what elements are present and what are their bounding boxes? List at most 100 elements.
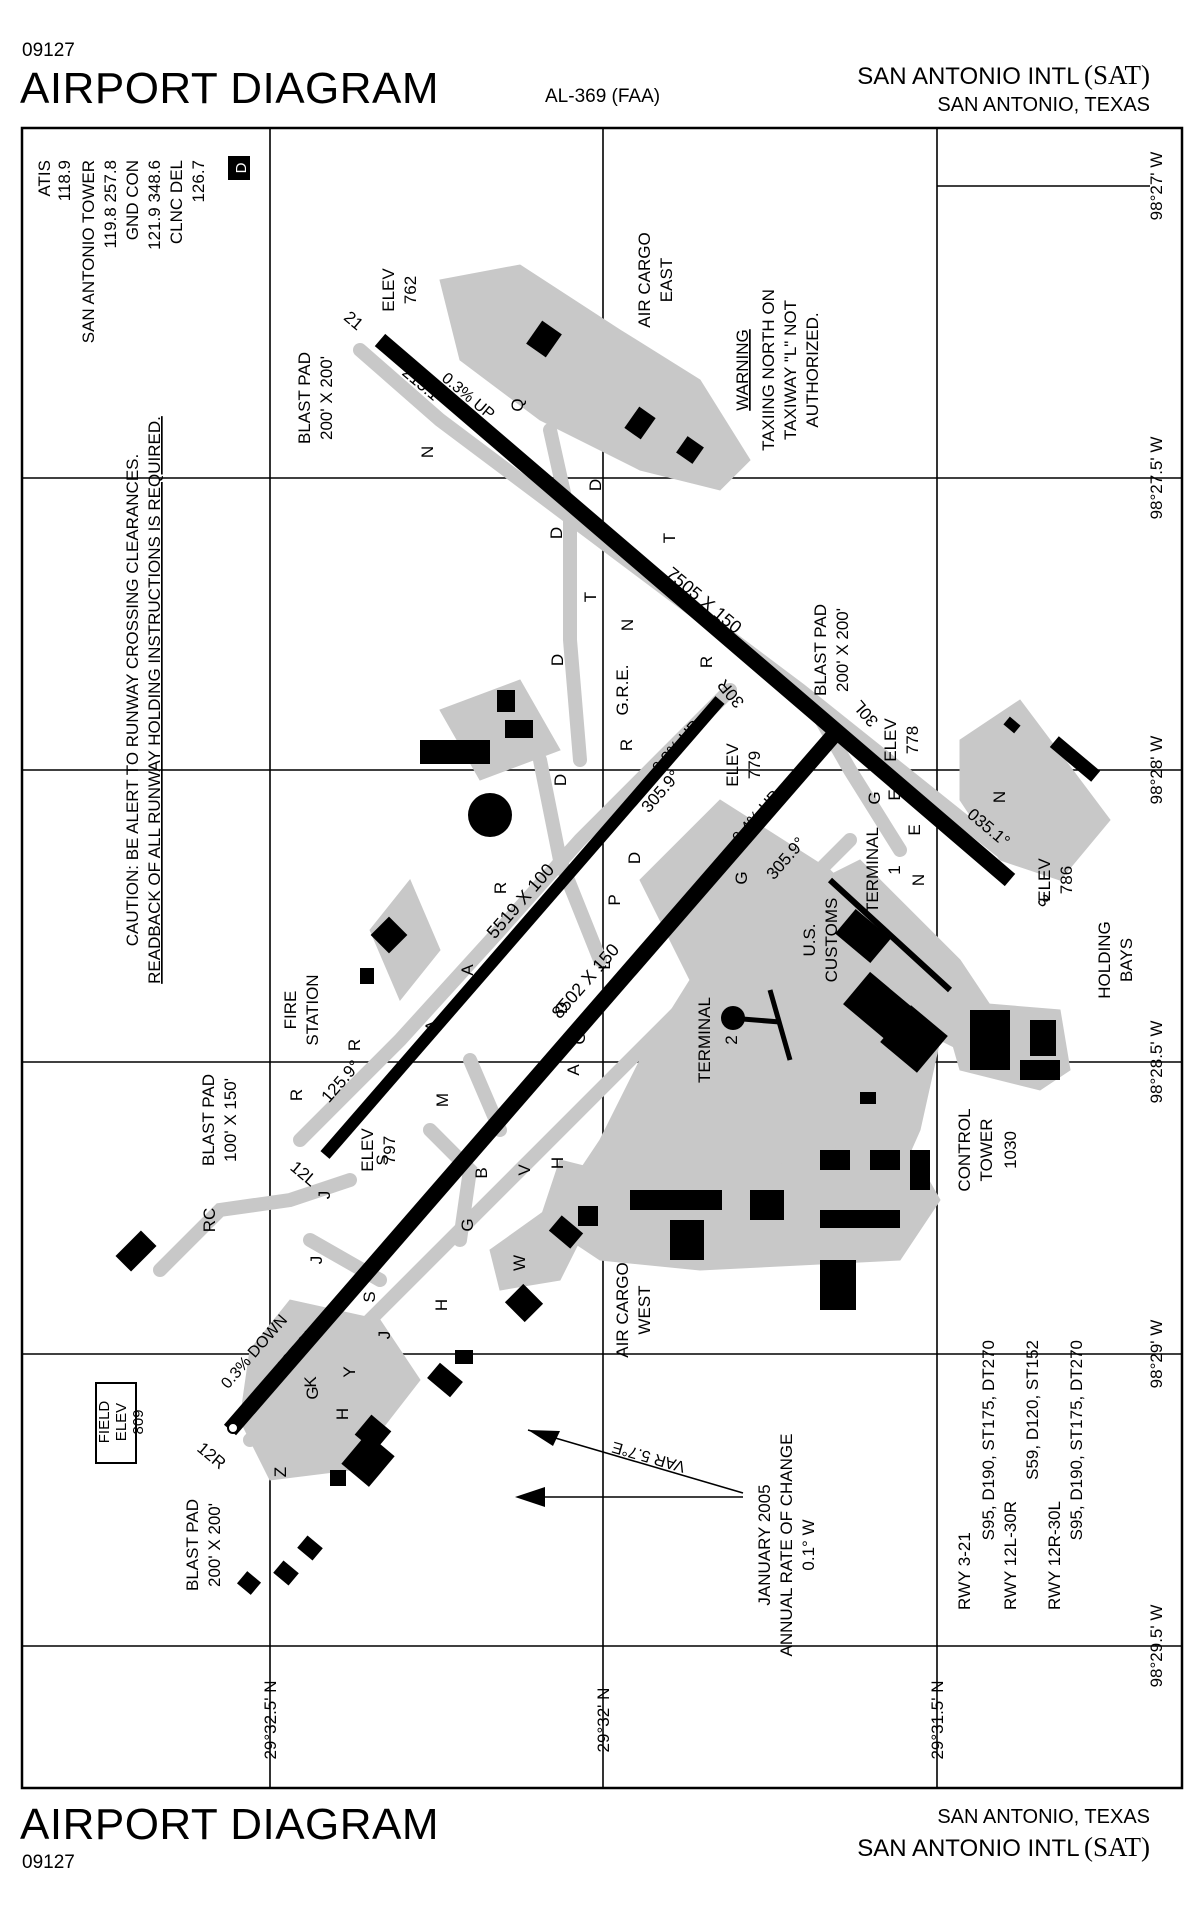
taxiway-a-link — [533, 753, 607, 967]
taxiway-label-36: V — [515, 1164, 534, 1176]
class-d-letter: D — [233, 162, 250, 173]
field-elev: 809 — [130, 1409, 147, 1434]
taxiway-label-7: N — [618, 619, 637, 631]
air-cargo-east-l1: AIR CARGO — [635, 232, 654, 327]
taxiway-parallel-12r — [243, 833, 857, 1447]
airport-header: SAN ANTONIO INTL (SAT) — [857, 60, 1150, 91]
building-hangar-north — [420, 740, 490, 764]
taxiway-label-11: D — [551, 774, 570, 786]
taxiway-label-29: J — [315, 1191, 334, 1200]
taxiway-label-37: B — [472, 1167, 491, 1178]
bp-21-dims: 200' X 200' — [317, 356, 336, 440]
building-w-1 — [548, 1215, 584, 1249]
taxiway-label-18: E — [885, 789, 904, 800]
building-south-2 — [455, 1350, 473, 1364]
building-south-5 — [330, 1470, 346, 1486]
building-w-3 — [504, 1283, 544, 1323]
building-east-2 — [1030, 1020, 1056, 1056]
taxiway-label-44: D — [552, 1002, 571, 1014]
bp-12r-dims: 200' X 200' — [205, 1503, 224, 1587]
terminal-2-pier-1 — [729, 1015, 781, 1025]
building-apron-2 — [870, 1150, 900, 1170]
elev-21: 762 — [401, 276, 420, 304]
building-fire-station — [370, 916, 408, 954]
lon-label-4: 98°28.5' W — [1147, 1021, 1166, 1104]
airport-name-footer: SAN ANTONIO INTL — [857, 1835, 1080, 1862]
building-east-3 — [1020, 1060, 1060, 1080]
building-cargo-east-2 — [624, 406, 656, 440]
building-south-4 — [354, 1414, 392, 1452]
apron-air-cargo-east — [439, 264, 751, 491]
taxiway-label-9: R — [697, 656, 716, 668]
terminal-2-label: TERMINAL — [695, 997, 714, 1083]
chart-title-footer: AIRPORT DIAGRAM — [20, 1800, 440, 1849]
strength-r1-label: RWY 3-21 — [955, 1532, 974, 1610]
taxiway-label-6: T — [660, 533, 679, 543]
building-cargo-east-1 — [526, 320, 562, 358]
customs-l1: U.S. — [800, 923, 819, 956]
map-frame — [20, 126, 1184, 1790]
control-tower-l1: CONTROL — [955, 1108, 974, 1191]
terminal-1-num: 1 — [885, 865, 904, 874]
building-control-tower — [860, 1092, 876, 1104]
taxiway-label-13: D — [625, 852, 644, 864]
runway-12l-30r — [320, 696, 725, 1159]
strength-r2-label: RWY 12L-30R — [1001, 1501, 1020, 1610]
building-round — [468, 793, 512, 837]
elev-30r-label: ELEV — [723, 743, 742, 787]
lon-label-5: 98°29' W — [1147, 1320, 1166, 1389]
taxiway-label-39: G — [458, 1218, 477, 1231]
taxiway-label-14: G — [570, 1031, 589, 1044]
holding-bays-l2: BAYS — [1117, 938, 1136, 982]
jan-line-1: JANUARY 2005 — [755, 1484, 774, 1605]
atis-freq: 118.9 — [55, 160, 74, 201]
fire-station-l1: FIRE — [281, 991, 300, 1030]
terminal-1-label: TERMINAL — [863, 827, 882, 913]
taxiway-label-1: Q — [508, 398, 527, 411]
control-tower-l2: TOWER — [977, 1119, 996, 1182]
elev-30r: 779 — [745, 751, 764, 779]
bp-12r-label: BLAST PAD — [183, 1499, 202, 1591]
lon-label-3: 98°28' W — [1147, 736, 1166, 805]
strength-r3-label: RWY 12R-30L — [1045, 1501, 1064, 1610]
building-cargo-west-4 — [820, 1210, 900, 1228]
chart-cycle-footer: 09127 — [22, 1852, 75, 1873]
lon-label-6: 98°29.5' W — [1147, 1605, 1166, 1688]
lon-label-2: 98°27.5' W — [1147, 437, 1166, 520]
city-state: SAN ANTONIO, TEXAS — [937, 94, 1150, 116]
var-true-line — [527, 1429, 744, 1494]
taxiway-label-43: H — [333, 1408, 352, 1420]
chart-title: AIRPORT DIAGRAM — [20, 64, 440, 113]
tower-freq: 119.8 257.8 — [101, 160, 120, 249]
field-elev-l2: ELEV — [113, 1403, 130, 1441]
taxiway-rc — [153, 1173, 357, 1277]
taxiway-label-3: D — [586, 479, 605, 491]
building-rc — [115, 1230, 157, 1272]
taxiway-label-23: A — [422, 1020, 441, 1032]
elev-12l: 797 — [380, 1136, 399, 1164]
taxiway-label-4: D — [547, 527, 566, 539]
var-true-head — [528, 1430, 560, 1446]
bp-30l-dims: 200' X 200' — [833, 608, 852, 692]
apron-cargo-west-2 — [489, 1199, 601, 1291]
lat-label-2: 29°32' N — [594, 1688, 613, 1753]
building-north-2 — [505, 720, 533, 738]
taxiway-label-19: E — [905, 824, 924, 835]
warning-line-2: TAXIWAY "L" NOT — [781, 300, 800, 440]
jan-line-2: ANNUAL RATE OF CHANGE — [777, 1434, 796, 1657]
rc-label: RC — [200, 1208, 219, 1233]
apron-fire-station — [369, 879, 441, 1001]
taxiway-label-34: K — [301, 1376, 320, 1388]
taxiway-label-21: R — [491, 882, 510, 894]
taxiway-label-30: J — [307, 1256, 326, 1265]
clnc-label: CLNC DEL — [167, 160, 186, 244]
var-mag-head — [515, 1487, 545, 1507]
taxiway-label-33: J — [375, 1331, 394, 1340]
air-cargo-west-l2: WEST — [635, 1285, 654, 1334]
chart-cycle: 09127 — [22, 40, 75, 61]
gnd-label: GND CON — [123, 160, 142, 240]
lon-label-1: 98°27' W — [1147, 152, 1166, 221]
jan-line-3: 0.1° W — [799, 1519, 818, 1570]
city-state-footer: SAN ANTONIO, TEXAS — [937, 1806, 1150, 1828]
strength-r3: S95, D190, ST175, DT270 — [1067, 1340, 1086, 1540]
